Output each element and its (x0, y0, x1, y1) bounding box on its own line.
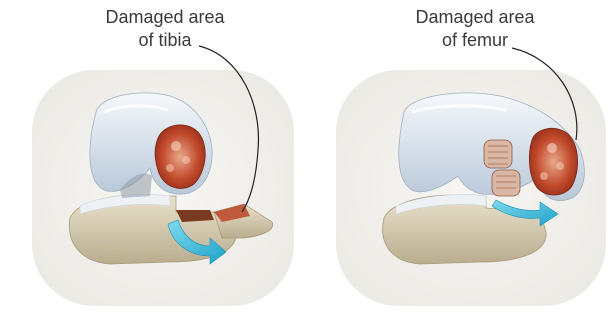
left-tibia-defect (176, 210, 214, 222)
tibia-label-line2: of tibia (70, 29, 260, 52)
tibia-label-line1: Damaged area (70, 6, 260, 29)
left-damage-patch (155, 125, 205, 189)
right-damage-patch (529, 128, 577, 195)
femur-damage-label: Damaged area of femur (380, 6, 570, 52)
femur-damage-panel (336, 48, 606, 306)
tibia-damage-panel (32, 46, 294, 306)
femur-label-line1: Damaged area (380, 6, 570, 29)
femur-label-line2: of femur (380, 29, 570, 52)
tibia-damage-label: Damaged area of tibia (70, 6, 260, 52)
